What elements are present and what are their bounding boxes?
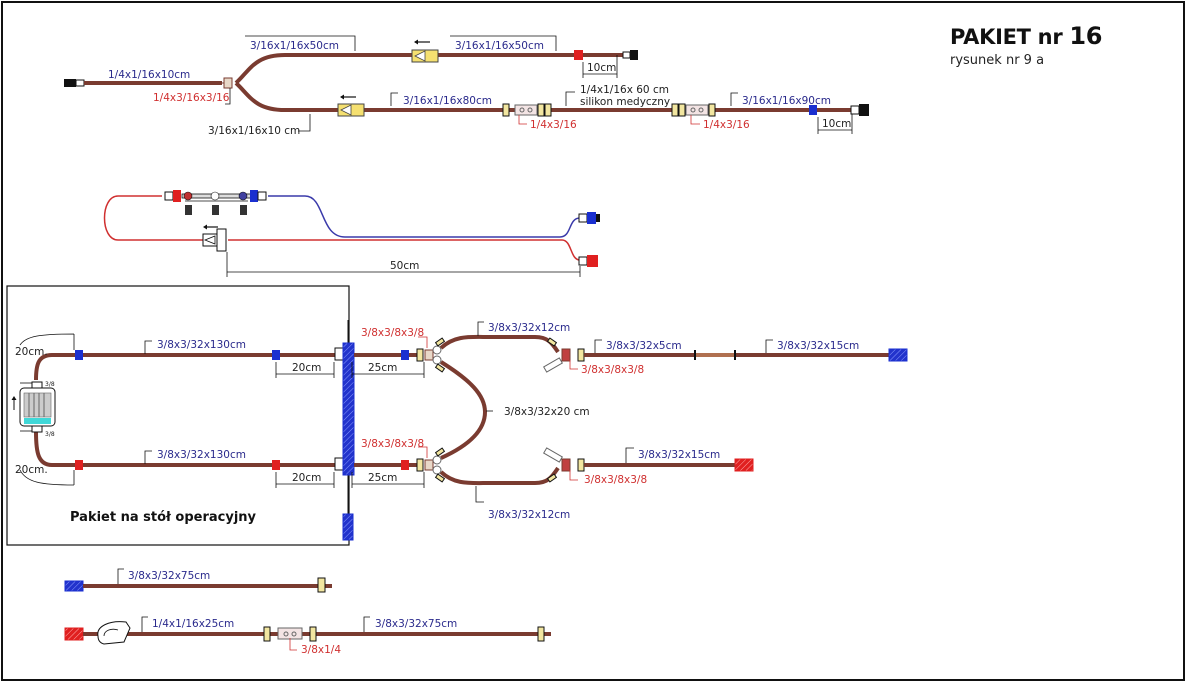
y-connector-lower: [416, 455, 442, 475]
dimension-10cm-lower: [817, 114, 853, 134]
luer-connector-left: [64, 79, 85, 87]
tube-upper-branch: [234, 53, 635, 85]
dim-20-top-left: 20cm.: [15, 346, 48, 358]
one-way-valve-upper: [411, 39, 439, 63]
arterial-filter: [11, 381, 56, 433]
red-marker: [272, 460, 280, 470]
dimension-20cm-lower: [275, 472, 335, 488]
set-extra-1: 3/8x3/32x75cm: [64, 568, 332, 593]
dimension-25cm-lower: [351, 472, 425, 488]
label-connector-upper: 3/8x3/8x3/8: [361, 327, 424, 339]
label-lower-130: 3/8x3/32x130cm: [157, 449, 246, 461]
title-number: 16: [1069, 22, 1103, 50]
set-extra-2: 1/4x1/16x25cm 3/8x1/4 3/8x3/32x75cm: [64, 616, 551, 656]
label-lower-branch-2: 3/16x1/16x90cm: [742, 95, 831, 107]
table-package-label: Pakiet na stół operacyjny: [70, 510, 256, 525]
filter-port-bottom: 3/8: [45, 431, 55, 438]
label-extra-2-line-2: 3/8x3/32x75cm: [375, 618, 457, 630]
tube-lower-branch: [234, 81, 858, 112]
label-lower-branch-start: 3/16x1/16x10 cm: [208, 125, 300, 137]
dimension-10cm-upper: [582, 55, 618, 78]
tube-arc-lower: [439, 466, 560, 486]
clamp-icon: [97, 621, 131, 645]
label-arc-middle: 3/8x3/32x20 cm: [504, 406, 590, 418]
label-right-connector-upper: 3/8x3/8x3/8: [581, 364, 644, 376]
red-marker: [574, 50, 583, 60]
label-connector-1: 1/4x3/16: [530, 119, 577, 131]
set-table: 3/8 3/8 20cm. 20cm. 20cm 20cm 3/8x3/32x1: [6, 285, 908, 546]
label-connector-lower: 3/8x3/8x3/8: [361, 438, 424, 450]
label-connector-2: 1/4x3/16: [703, 119, 750, 131]
clamp-blue-small: [342, 513, 354, 541]
y-connector: [223, 77, 233, 89]
blue-marker: [809, 105, 817, 115]
label-upper-out-5: 3/8x3/32x5cm: [606, 340, 682, 352]
red-line-loop: [103, 195, 206, 241]
label-arc-lower: 3/8x3/32x12cm: [488, 509, 570, 521]
label-y-connector: 1/4x3/16x3/16: [153, 92, 230, 104]
one-way-valve-manifold: [202, 224, 227, 252]
one-way-valve-lower: [337, 94, 365, 117]
connector-red-end: [64, 627, 84, 641]
tube-arc-upper: [439, 334, 560, 354]
label-extra-2-connector: 3/8x1/4: [301, 644, 341, 656]
reducer-connector: [277, 627, 303, 640]
label-silicone-line-2: silikon medyczny: [580, 96, 670, 108]
set-manifold: 50cm: [103, 190, 600, 277]
tube-arc-middle: [439, 360, 488, 460]
luer-connector-upper-end: [622, 50, 638, 60]
dim-20cm-lower: 20cm: [292, 472, 321, 484]
t-connector: [317, 577, 326, 593]
label-arc-upper: 3/8x3/32x12cm: [488, 322, 570, 334]
label-upper-130: 3/8x3/32x130cm: [157, 339, 246, 351]
label-extra-2-line-1: 1/4x1/16x25cm: [152, 618, 234, 630]
blue-marker: [401, 350, 409, 360]
label-lower-branch-1: 3/16x1/16x80cm: [403, 95, 492, 107]
red-connector-end: [578, 255, 598, 267]
dim-25cm-upper: 25cm: [368, 362, 397, 374]
label-extra-1-line: 3/8x3/32x75cm: [128, 570, 210, 582]
page-title: PAKIET nr 16: [950, 22, 1103, 50]
blue-marker: [272, 350, 280, 360]
connector-1-4x3-16-left: [502, 103, 552, 117]
set-top: 10cm: [64, 35, 869, 137]
label-upper-branch-1: 3/16x1/16x50cm: [250, 40, 339, 52]
luer-connector-lower-end: [850, 104, 869, 116]
y-connector-right-upper: [543, 348, 585, 373]
dimension-25cm-upper: [351, 362, 425, 378]
blue-line: [268, 195, 585, 238]
manifold-stopcocks: [164, 190, 267, 215]
dim-50cm: 50cm: [390, 260, 419, 272]
connector-1-4x3-16-right: [671, 103, 716, 117]
clamp-blue-bar: [342, 342, 355, 476]
connector-blue-end: [888, 348, 908, 362]
drawing-subtitle: rysunek nr 9 a: [950, 53, 1045, 68]
red-marker: [75, 460, 83, 470]
label-upper-out-15: 3/8x3/32x15cm: [777, 340, 859, 352]
dim-upper-end: 10cm: [587, 62, 616, 74]
dimension-20cm-upper: [275, 362, 335, 378]
dim-20cm-upper: 20cm: [292, 362, 321, 374]
y-connector-right-lower: [543, 447, 585, 472]
title-prefix: PAKIET nr: [950, 25, 1063, 49]
blue-connector-end: [578, 212, 600, 224]
label-main-line: 1/4x1/16x10cm: [108, 69, 190, 81]
label-upper-branch-2: 3/16x1/16x50cm: [455, 40, 544, 52]
label-lower-out-15: 3/8x3/32x15cm: [638, 449, 720, 461]
table-package-box: [6, 285, 350, 546]
dim-lower-end: 10cm: [822, 118, 851, 130]
connector-blue-end: [64, 580, 84, 592]
red-marker: [401, 460, 409, 470]
dim-25cm-lower: 25cm: [368, 472, 397, 484]
connector-red-end: [734, 458, 754, 472]
y-connector-upper: [416, 345, 442, 365]
label-right-connector-lower: 3/8x3/8x3/8: [584, 474, 647, 486]
label-silicone-line-1: 1/4x1/16x 60 cm: [580, 84, 669, 96]
blue-marker: [75, 350, 83, 360]
dim-20-bottom-left: 20cm.: [15, 464, 48, 476]
filter-port-top: 3/8: [45, 381, 55, 388]
dimension-50cm: [226, 252, 581, 277]
